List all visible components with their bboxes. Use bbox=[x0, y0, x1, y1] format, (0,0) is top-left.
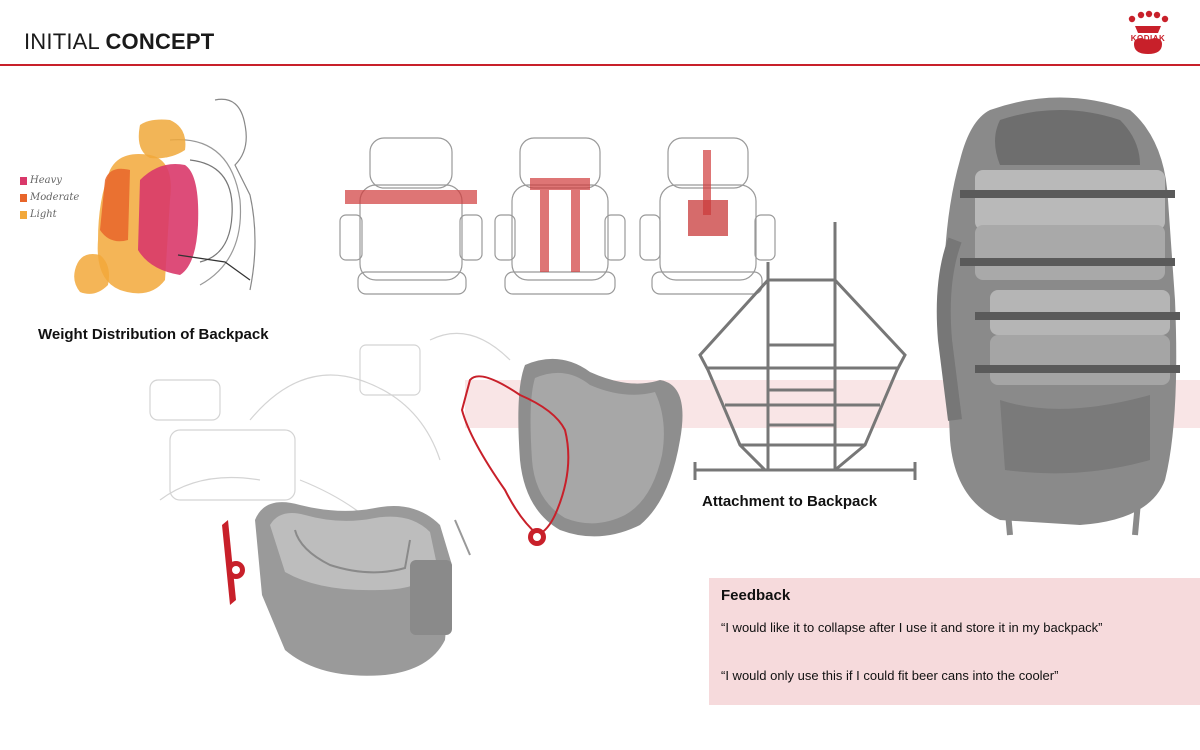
feedback-quote: “I would only use this if I could fit be… bbox=[721, 668, 1059, 683]
cooler-base-render bbox=[222, 502, 471, 676]
feedback-title: Feedback bbox=[721, 587, 791, 604]
attachment-frame-drawing bbox=[693, 222, 917, 480]
legend-item-moderate: Moderate bbox=[20, 189, 79, 206]
weight-distribution-sketch bbox=[74, 98, 256, 294]
feedback-box: Feedback “I would like it to collapse af… bbox=[709, 578, 1200, 705]
strap-sketch-1 bbox=[339, 137, 483, 295]
light-swatch-icon bbox=[20, 210, 27, 219]
faint-background-sketches bbox=[149, 332, 511, 531]
cooler-lid-render bbox=[460, 358, 683, 546]
logo-wordmark: KODIAK bbox=[1130, 34, 1166, 43]
legend-label: Heavy bbox=[30, 175, 62, 186]
legend-item-heavy: Heavy bbox=[20, 172, 79, 189]
feedback-quote: “I would like it to collapse after I use… bbox=[721, 620, 1103, 635]
header-divider bbox=[0, 64, 1200, 66]
legend-label: Light bbox=[30, 209, 57, 220]
moderate-swatch-icon bbox=[20, 193, 27, 202]
title-light-part: INITIAL bbox=[24, 29, 106, 54]
page-title: INITIAL CONCEPT bbox=[24, 29, 214, 55]
legend-item-light: Light bbox=[20, 206, 79, 223]
weight-distribution-caption: Weight Distribution of Backpack bbox=[38, 326, 269, 343]
title-bold-part: CONCEPT bbox=[105, 29, 215, 54]
strap-sketches bbox=[339, 137, 776, 295]
backpack-render bbox=[936, 97, 1180, 536]
legend-label: Moderate bbox=[30, 192, 80, 203]
weight-legend: Heavy Moderate Light bbox=[20, 172, 79, 223]
kodiak-logo: KODIAK bbox=[1122, 10, 1174, 60]
attachment-caption: Attachment to Backpack bbox=[702, 493, 878, 510]
strap-sketch-3 bbox=[639, 137, 776, 295]
slide-header: INITIAL CONCEPT KODIAK bbox=[0, 0, 1200, 68]
bear-paw-icon bbox=[1128, 10, 1169, 54]
strap-sketch-2 bbox=[494, 137, 626, 295]
heavy-swatch-icon bbox=[20, 176, 27, 185]
